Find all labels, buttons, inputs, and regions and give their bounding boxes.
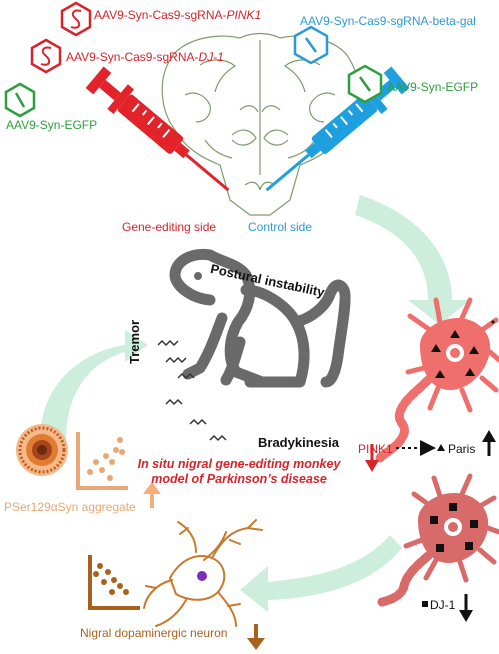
dj1-square-marker bbox=[422, 601, 428, 607]
aav-pink1-label: AAV9-Syn-Cas9-sgRNA-PINK1 bbox=[94, 8, 262, 22]
aav-dj1-label: AAV9-Syn-Cas9-sgRNA-DJ-1 bbox=[66, 50, 224, 64]
pink1-label: PINK1 bbox=[358, 442, 393, 456]
dj1-neuron-icon bbox=[377, 473, 499, 607]
hexagon-egfp-right-icon bbox=[347, 64, 383, 104]
paris-label: Paris bbox=[448, 442, 476, 456]
stray-dot bbox=[491, 320, 495, 324]
dj1-down-arrow-icon bbox=[459, 594, 473, 622]
aav-betagal-label: AAV9-Syn-Cas9-sgRNA-beta-gal bbox=[300, 14, 476, 28]
aggregate-up-arrow-icon bbox=[143, 482, 161, 508]
flow-arrow-brain-to-neuron bbox=[355, 195, 470, 325]
monkey-icon bbox=[169, 248, 351, 388]
nigral-neuron-label: Nigral dopaminergic neuron bbox=[80, 626, 228, 640]
bradykinesia-label: Bradykinesia bbox=[258, 435, 339, 450]
nigral-dopaminergic-neuron-icon bbox=[143, 519, 263, 627]
gene-editing-side-label: Gene-editing side bbox=[122, 220, 217, 234]
hexagon-s-pink1-icon bbox=[60, 1, 92, 37]
pink1-to-paris-arrow bbox=[396, 440, 445, 456]
flow-arrow-dj1-to-nigral-neuron bbox=[240, 535, 402, 612]
tremor-squiggles bbox=[157, 339, 227, 442]
hexagon-betagal-icon bbox=[293, 25, 329, 65]
control-side-label: Control side bbox=[248, 220, 313, 234]
aav-egfp-left-label: AAV9-Syn-EGFP bbox=[6, 118, 98, 132]
aggregate-scatter-plot bbox=[76, 432, 128, 490]
pser-aggregate-label: PSer129αSyn aggregate bbox=[4, 500, 136, 514]
tremor-label: Tremor bbox=[127, 319, 142, 364]
pink1-down-arrow-icon bbox=[365, 444, 379, 472]
aav-egfp-right-label: AAV9-Syn-EGFP bbox=[387, 80, 479, 94]
dj1-label: DJ-1 bbox=[430, 598, 456, 612]
paris-up-arrow-icon bbox=[482, 430, 496, 456]
model-caption: In situ nigral gene-editing monkey model… bbox=[137, 457, 341, 486]
neuron-scatter-plot bbox=[88, 555, 140, 610]
hexagon-egfp-left-icon bbox=[4, 82, 36, 118]
control-syringe-icon bbox=[265, 66, 410, 192]
aggregate-micrograph-icon bbox=[16, 424, 68, 476]
pink1-neuron-icon bbox=[375, 297, 499, 463]
neuron-down-arrow-icon bbox=[247, 624, 265, 650]
hexagon-s-dj1-icon bbox=[30, 38, 62, 74]
gene-editing-syringe-icon bbox=[85, 66, 230, 192]
flow-arrow-aggregate-to-monkey bbox=[40, 330, 148, 440]
